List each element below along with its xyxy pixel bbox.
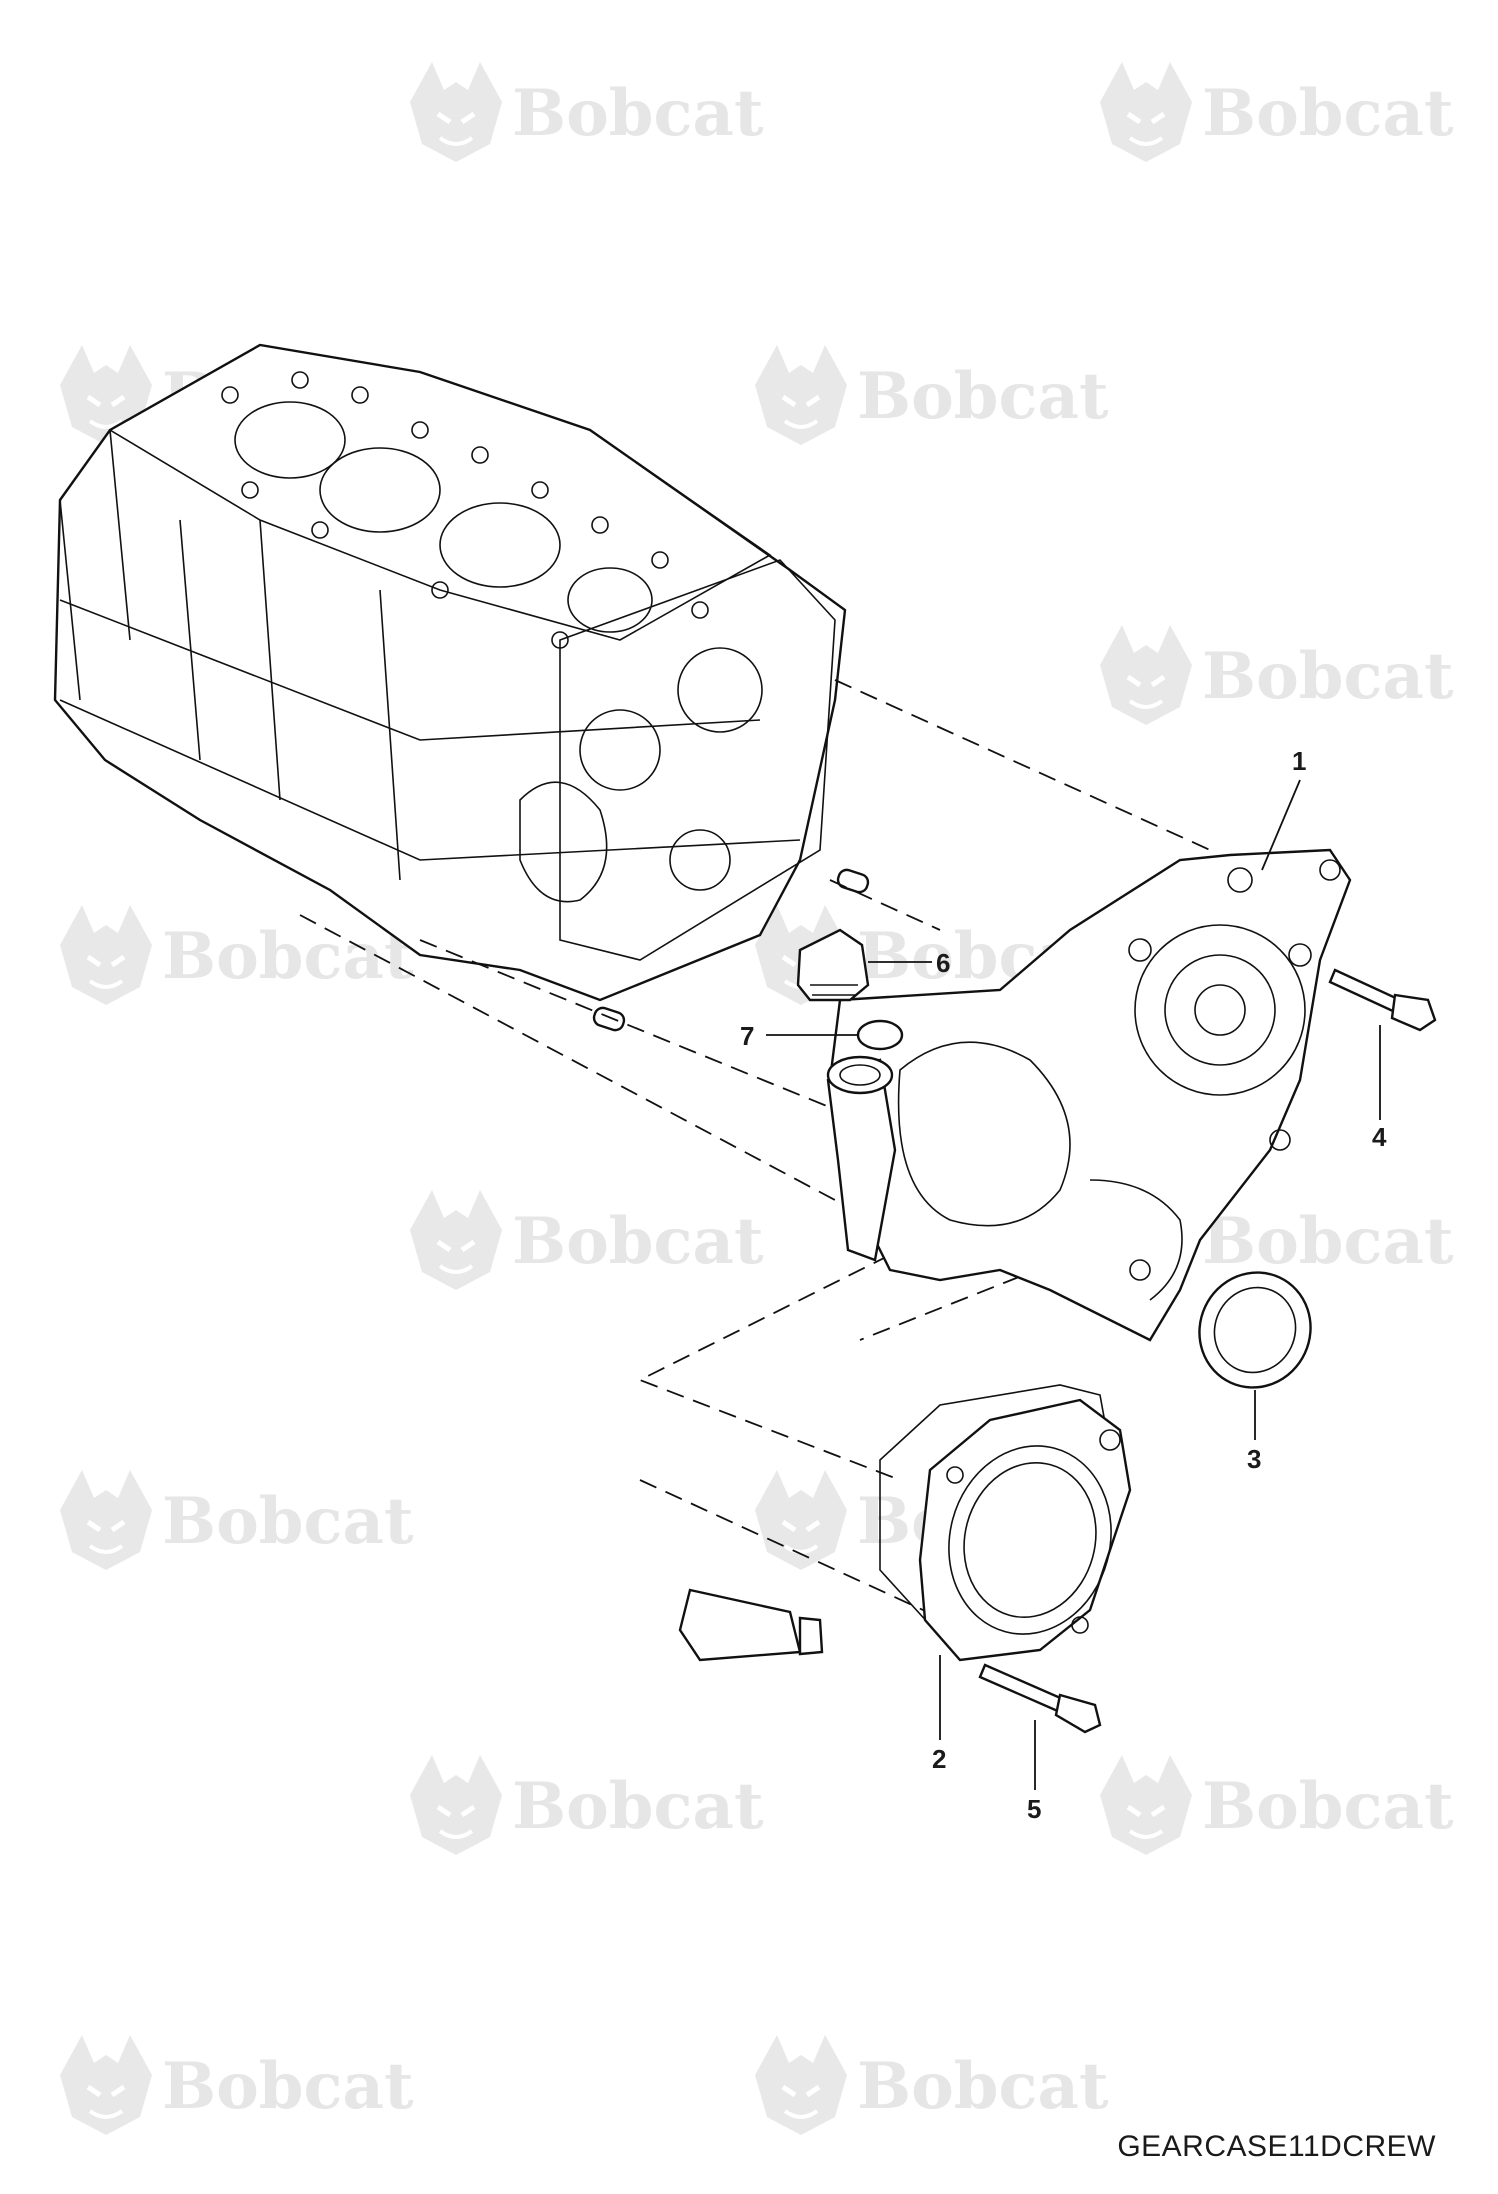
svg-text:Bobcat: Bobcat xyxy=(1202,1769,1454,1844)
callout-5: 5 xyxy=(1027,1794,1041,1824)
bobcat-watermark-text: Bobcat Bobcat Bobcat Bobcat Bobcat Bobca… xyxy=(162,76,1454,2124)
svg-text:Bobcat: Bobcat xyxy=(512,1769,764,1844)
svg-text:Bobcat: Bobcat xyxy=(1202,639,1454,714)
svg-text:Bobcat: Bobcat xyxy=(1202,1204,1454,1279)
bolt-lower xyxy=(978,1663,1102,1734)
watermark-layer: Bobcat Bobcat Bobcat Bobcat Bobcat Bobca… xyxy=(60,62,1454,2135)
gear-case xyxy=(826,848,1352,1342)
bolt-upper xyxy=(1328,968,1437,1032)
engine-block xyxy=(53,343,847,1002)
callout-labels: 1 2 3 4 5 6 7 xyxy=(740,746,1387,1824)
svg-text:Bobcat: Bobcat xyxy=(512,1204,764,1279)
oil-seal xyxy=(1198,1271,1312,1389)
leader-lines xyxy=(766,779,1381,1790)
svg-text:Bobcat: Bobcat xyxy=(1202,76,1454,151)
svg-text:Bobcat: Bobcat xyxy=(162,919,414,994)
dowel-pin-upper xyxy=(836,868,870,894)
svg-text:Bobcat: Bobcat xyxy=(857,2049,1109,2124)
sealant-tube xyxy=(678,1588,824,1662)
callout-1: 1 xyxy=(1292,746,1306,776)
svg-text:Bobcat: Bobcat xyxy=(162,2049,414,2124)
callout-2: 2 xyxy=(932,1744,946,1774)
diagram-caption: GEARCASE11DCREW xyxy=(1117,2130,1436,2163)
svg-text:Bobcat: Bobcat xyxy=(512,76,764,151)
dowel-pin-lower xyxy=(592,1006,626,1032)
callout-7: 7 xyxy=(740,1021,754,1051)
cover-plate xyxy=(879,1384,1132,1662)
oil-filler-cap xyxy=(796,928,870,1002)
callout-6: 6 xyxy=(936,948,950,978)
svg-text:Bobcat: Bobcat xyxy=(857,359,1109,434)
callout-4: 4 xyxy=(1372,1122,1387,1152)
o-ring xyxy=(856,1019,904,1051)
callout-3: 3 xyxy=(1247,1444,1261,1474)
svg-text:Bobcat: Bobcat xyxy=(162,1484,414,1559)
